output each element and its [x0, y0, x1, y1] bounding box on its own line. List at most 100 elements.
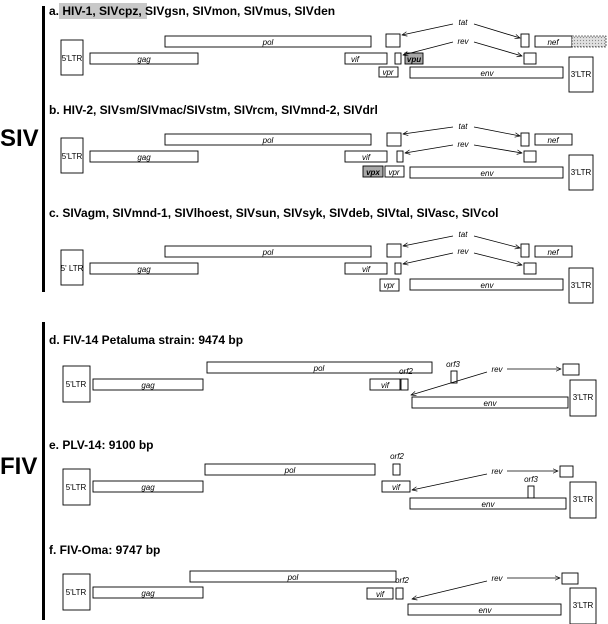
pol-label: pol — [313, 364, 325, 373]
tat-exon1-box — [385, 33, 401, 48]
ltr3-label: 3'LTR — [571, 70, 592, 79]
rev-arrow-right — [473, 144, 522, 153]
tat-exon1-box — [386, 243, 402, 258]
panel-b-title: b. HIV-2, SIVsm/SIVmac/SIVstm, SIVrcm, S… — [49, 103, 378, 117]
panel-a-title: a. HIV-1, SIVcpz, SIVgsn, SIVmon, SIVmus… — [49, 4, 335, 18]
rev-label: rev — [457, 140, 469, 149]
orf3-label: orf3 — [524, 475, 538, 484]
nef-extension — [571, 35, 607, 48]
vpr-box — [384, 165, 405, 178]
pol-label: pol — [262, 38, 274, 47]
orf2-label: orf2 — [395, 576, 409, 585]
panel-a: a. HIV-1, SIVcpz, SIVgsn, SIVmon, SIVmus… — [49, 3, 607, 93]
ltr5-label: 5'LTR — [66, 588, 87, 597]
rev-arrow-right — [473, 41, 522, 56]
gag-label: gag — [137, 265, 151, 274]
gag-box — [92, 586, 204, 599]
vif-box — [344, 150, 388, 163]
pol-label: pol — [287, 573, 299, 582]
ltr3-label: 3'LTR — [573, 601, 594, 610]
ltr5-label: 5'LTR — [66, 380, 87, 389]
ltr5-label: 5' LTR — [61, 264, 84, 273]
gag-box — [89, 262, 199, 275]
tat-arrow-right — [473, 235, 520, 248]
nef-box — [534, 133, 573, 146]
vif-box — [344, 52, 388, 65]
ltr3-box — [569, 587, 597, 624]
pol-label: pol — [262, 248, 274, 257]
gag-box — [92, 378, 204, 391]
env-label: env — [481, 169, 495, 178]
ltr5-box — [62, 573, 91, 611]
rev-label: rev — [491, 365, 503, 374]
tat-arrow-left — [403, 235, 454, 246]
vif-box — [369, 378, 401, 391]
rev-exon2-box — [523, 262, 537, 275]
ltr3-box — [568, 154, 594, 191]
tat-label: tat — [459, 230, 469, 239]
tat-exon2-box — [520, 132, 530, 147]
gag-box — [89, 150, 199, 163]
rev-exon2-box — [523, 52, 537, 65]
env-box — [409, 497, 567, 510]
ltr5-label: 5'LTR — [62, 152, 83, 161]
siv-group-label: SIV — [0, 125, 39, 152]
orf2-label: orf2 — [399, 367, 413, 376]
rev-arrow-right — [473, 252, 522, 265]
env-label: env — [482, 500, 496, 509]
gag-label: gag — [137, 55, 151, 64]
tat-arrow-left — [403, 126, 454, 134]
ltr5-box — [62, 365, 91, 403]
gag-label: gag — [141, 483, 155, 492]
orf2-box — [400, 378, 409, 391]
vpr-box — [379, 278, 400, 292]
pol-label: pol — [284, 466, 296, 475]
env-label: env — [481, 281, 495, 290]
vif-box — [366, 587, 394, 600]
vif-label: vif — [381, 381, 390, 390]
vif-label: vif — [392, 483, 401, 492]
env-label: env — [481, 69, 495, 78]
gag-box — [89, 52, 199, 65]
panel-c-title: c. SIVagm, SIVmnd-1, SIVlhoest, SIVsun, … — [49, 206, 499, 220]
ltr5-label: 5'LTR — [62, 54, 83, 63]
ltr3-box — [569, 379, 597, 417]
tat-exon2-box — [520, 33, 530, 48]
ltr3-label: 3'LTR — [573, 393, 594, 402]
nef-label: nef — [547, 38, 559, 47]
tat-arrow-right — [473, 126, 520, 136]
panel-c: c. SIVagm, SIVmnd-1, SIVlhoest, SIVsun, … — [49, 206, 594, 304]
vif-label: vif — [376, 590, 385, 599]
env-box — [411, 396, 569, 409]
fiv-group-label: FIV — [0, 453, 37, 480]
rev-arrow-left — [403, 41, 454, 55]
tat-label: tat — [459, 122, 469, 131]
ltr5-box — [62, 468, 91, 506]
gag-label: gag — [141, 589, 155, 598]
panel-d: d. FIV-14 Petaluma strain: 9474 bp 5'LTR… — [49, 333, 597, 417]
panel-b: b. HIV-2, SIVsm/SIVmac/SIVstm, SIVrcm, S… — [49, 103, 594, 191]
panel-d-title: d. FIV-14 Petaluma strain: 9474 bp — [49, 333, 243, 347]
env-box — [409, 166, 564, 179]
vpr-label: vpr — [388, 168, 399, 177]
ltr5-label: 5'LTR — [66, 483, 87, 492]
nef-box — [534, 245, 573, 258]
pol-box — [164, 133, 372, 146]
vpu-box — [404, 52, 424, 65]
vpx-box — [362, 165, 384, 178]
pol-box — [164, 245, 372, 258]
tat-exon1-box — [386, 132, 402, 147]
nef-label: nef — [547, 248, 559, 257]
rev-exon2-box — [562, 363, 580, 376]
vpr-label: vpr — [383, 281, 394, 290]
tat-arrow-left — [402, 23, 454, 35]
vif-label: vif — [351, 55, 360, 64]
tat-label: tat — [459, 18, 469, 27]
env-label: env — [484, 399, 498, 408]
rev-arrow-left — [405, 144, 454, 153]
ltr5-box — [60, 39, 84, 76]
rev-exon2-box — [559, 465, 574, 478]
pol-label: pol — [262, 136, 274, 145]
